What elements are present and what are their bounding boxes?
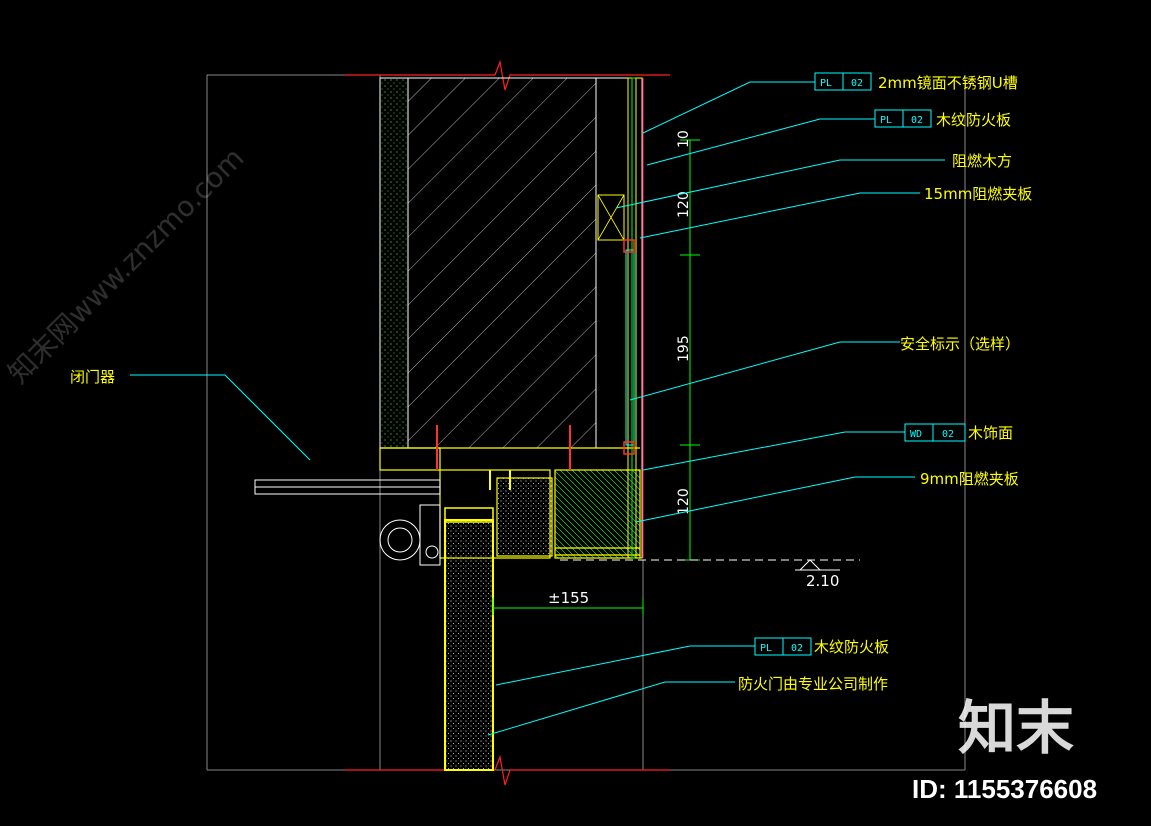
watermark-id: ID: 1155376608	[912, 774, 1097, 804]
tag-boxes	[754, 72, 966, 656]
tag-pl-2: PL	[880, 115, 892, 126]
label-door-closer: 闭门器	[70, 368, 115, 386]
watermark-site: 知末网www.znzmo.com	[2, 141, 251, 390]
concrete-wall	[379, 77, 629, 449]
watermark-brand: 知末	[958, 694, 1074, 762]
dim-195: 195	[676, 335, 692, 362]
label-u-channel: 2mm镜面不锈钢U槽	[878, 74, 1018, 92]
label-wood-finish: 木饰面	[968, 424, 1013, 442]
label-fire-door-note: 防火门由专业公司制作	[738, 675, 888, 693]
tag-wd: WD	[910, 429, 922, 440]
dim-120-bottom: 120	[676, 488, 692, 515]
label-plywood-9: 9mm阻燃夹板	[920, 470, 1019, 488]
dim-10: 10	[676, 130, 692, 148]
fire-door-leaf	[444, 507, 494, 771]
tag-pl-3: PL	[760, 643, 772, 654]
label-wood-fire-board-top: 木纹防火板	[936, 111, 1011, 129]
label-fire-wood-batten: 阻燃木方	[952, 152, 1012, 170]
tag-code-4: 02	[791, 643, 803, 654]
door-frame	[379, 447, 641, 559]
tag-code-1: 02	[851, 78, 863, 89]
label-safety-sign: 安全标示（选样）	[900, 335, 1020, 353]
label-plywood-15: 15mm阻燃夹板	[924, 185, 1032, 203]
tag-pl-1: PL	[820, 78, 832, 89]
door-closer-device	[254, 479, 441, 566]
finish-layers	[597, 77, 644, 559]
leader-lines	[130, 81, 945, 736]
level-triangle	[798, 559, 822, 571]
tag-code-2: 02	[911, 115, 923, 126]
tag-code-3: 02	[942, 429, 954, 440]
dim-120-top: 120	[676, 191, 692, 218]
anchor-bolts	[436, 425, 571, 490]
level-value: 2.10	[806, 572, 839, 590]
dim-155: ±155	[548, 589, 589, 607]
label-wood-fire-board-bottom: 木纹防火板	[814, 638, 889, 656]
